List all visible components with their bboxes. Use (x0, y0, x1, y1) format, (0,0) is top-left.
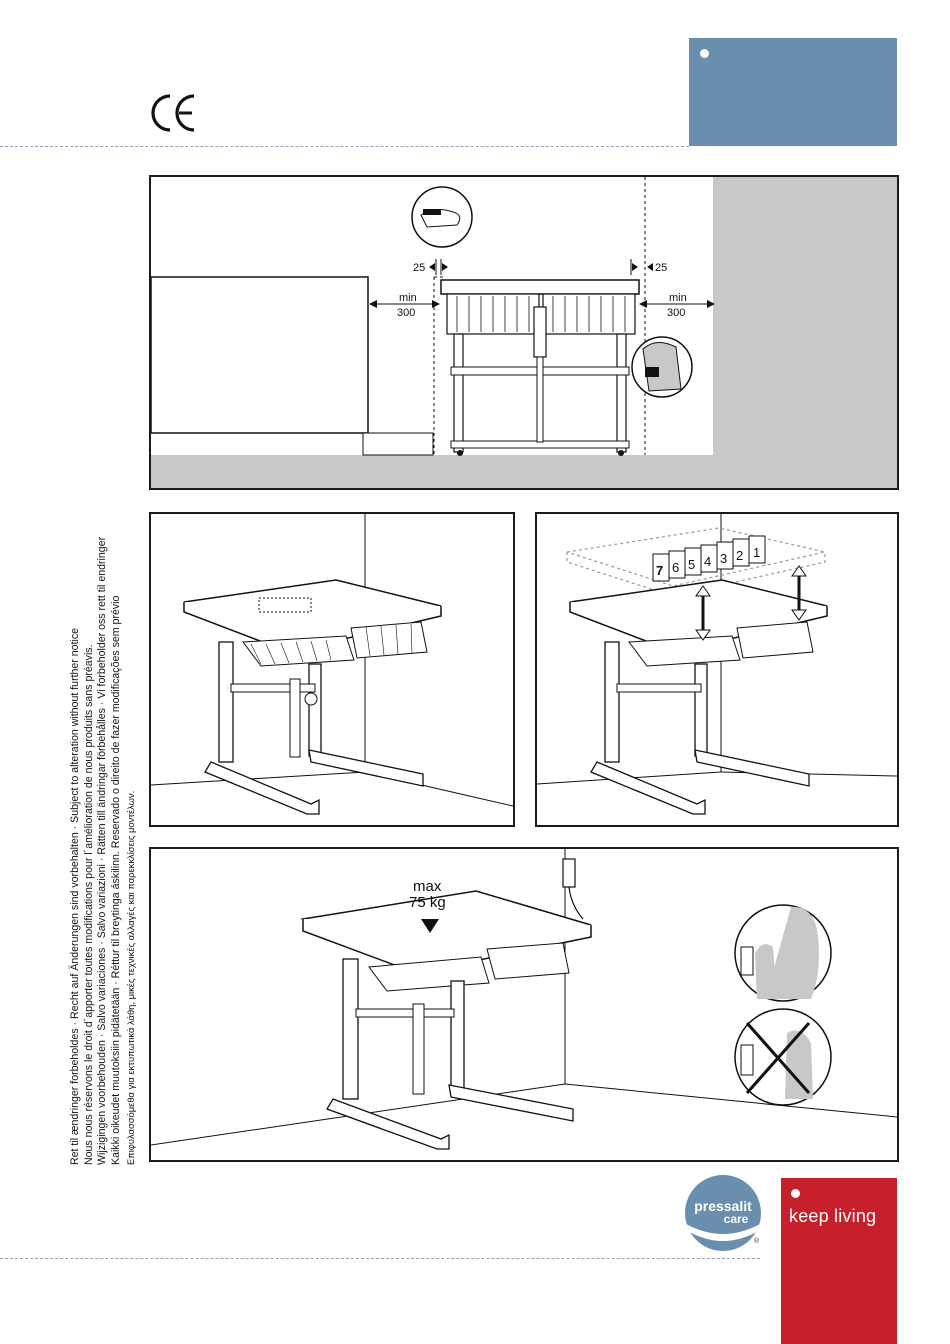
height-position-5: 5 (688, 557, 695, 572)
slogan-tab-dot (791, 1189, 800, 1198)
clearance-diagram: 25 25 min 300 min 300 (151, 177, 897, 488)
height-position-cards: 7 6 5 4 3 2 1 (652, 535, 766, 582)
registered-mark: ® (754, 1238, 760, 1245)
min-right-label: min (669, 292, 687, 304)
max-load-panel: max 75 kg (149, 847, 899, 1162)
height-adjust-panel: 7 6 5 4 3 2 1 (535, 512, 899, 827)
logo-line1: pressalit (694, 1198, 752, 1214)
max-load-value: 75 kg (409, 894, 446, 911)
ce-mark (148, 92, 198, 139)
height-position-4: 4 (704, 554, 711, 569)
height-adjust-illustration: 7 6 5 4 3 2 1 (537, 514, 897, 815)
table-view-panel (149, 512, 515, 827)
legal-line: Ret til ændringer forbeholdes · Recht au… (69, 627, 81, 1165)
logo-line2: care (724, 1212, 749, 1226)
height-position-1: 1 (753, 545, 760, 560)
height-position-7: 7 (656, 563, 663, 578)
gap-right-label: 25 (655, 262, 667, 274)
max-load-illustration: max 75 kg (151, 849, 897, 1150)
min-left-value: 300 (397, 307, 415, 319)
pressalit-care-logo: pressalit care (684, 1174, 762, 1252)
clearance-diagram-panel: 25 25 min 300 min 300 (149, 175, 899, 490)
slogan-text: keep living (789, 1206, 877, 1226)
gap-left-label: 25 (413, 262, 425, 274)
legal-line: Kaikki oikeudet muutoksiin pidätetään · … (110, 595, 123, 1165)
height-position-3: 3 (720, 551, 727, 566)
slogan-tab: keep living (781, 1178, 897, 1344)
header-dashed-rule (0, 146, 689, 147)
legal-notice: Ret til ændringer forbeholdes · Recht au… (69, 537, 138, 1165)
legal-line: Επιφυλασσόμεθα για εκτυπωτικά λάθη, μικέ… (124, 790, 136, 1165)
footer-dashed-rule (0, 1258, 760, 1259)
header-color-tab (689, 38, 897, 146)
legal-line: Nous nous réservons le droit d´apporter … (82, 644, 95, 1165)
height-position-6: 6 (672, 560, 679, 575)
height-position-2: 2 (736, 548, 743, 563)
legal-line: Wijzigingen voorbehouden · Salvo variaci… (96, 536, 109, 1165)
header-tab-dot (700, 49, 709, 58)
max-load-label: max (413, 878, 442, 895)
min-left-label: min (399, 292, 417, 304)
table-illustration (151, 514, 513, 815)
min-right-value: 300 (667, 307, 685, 319)
